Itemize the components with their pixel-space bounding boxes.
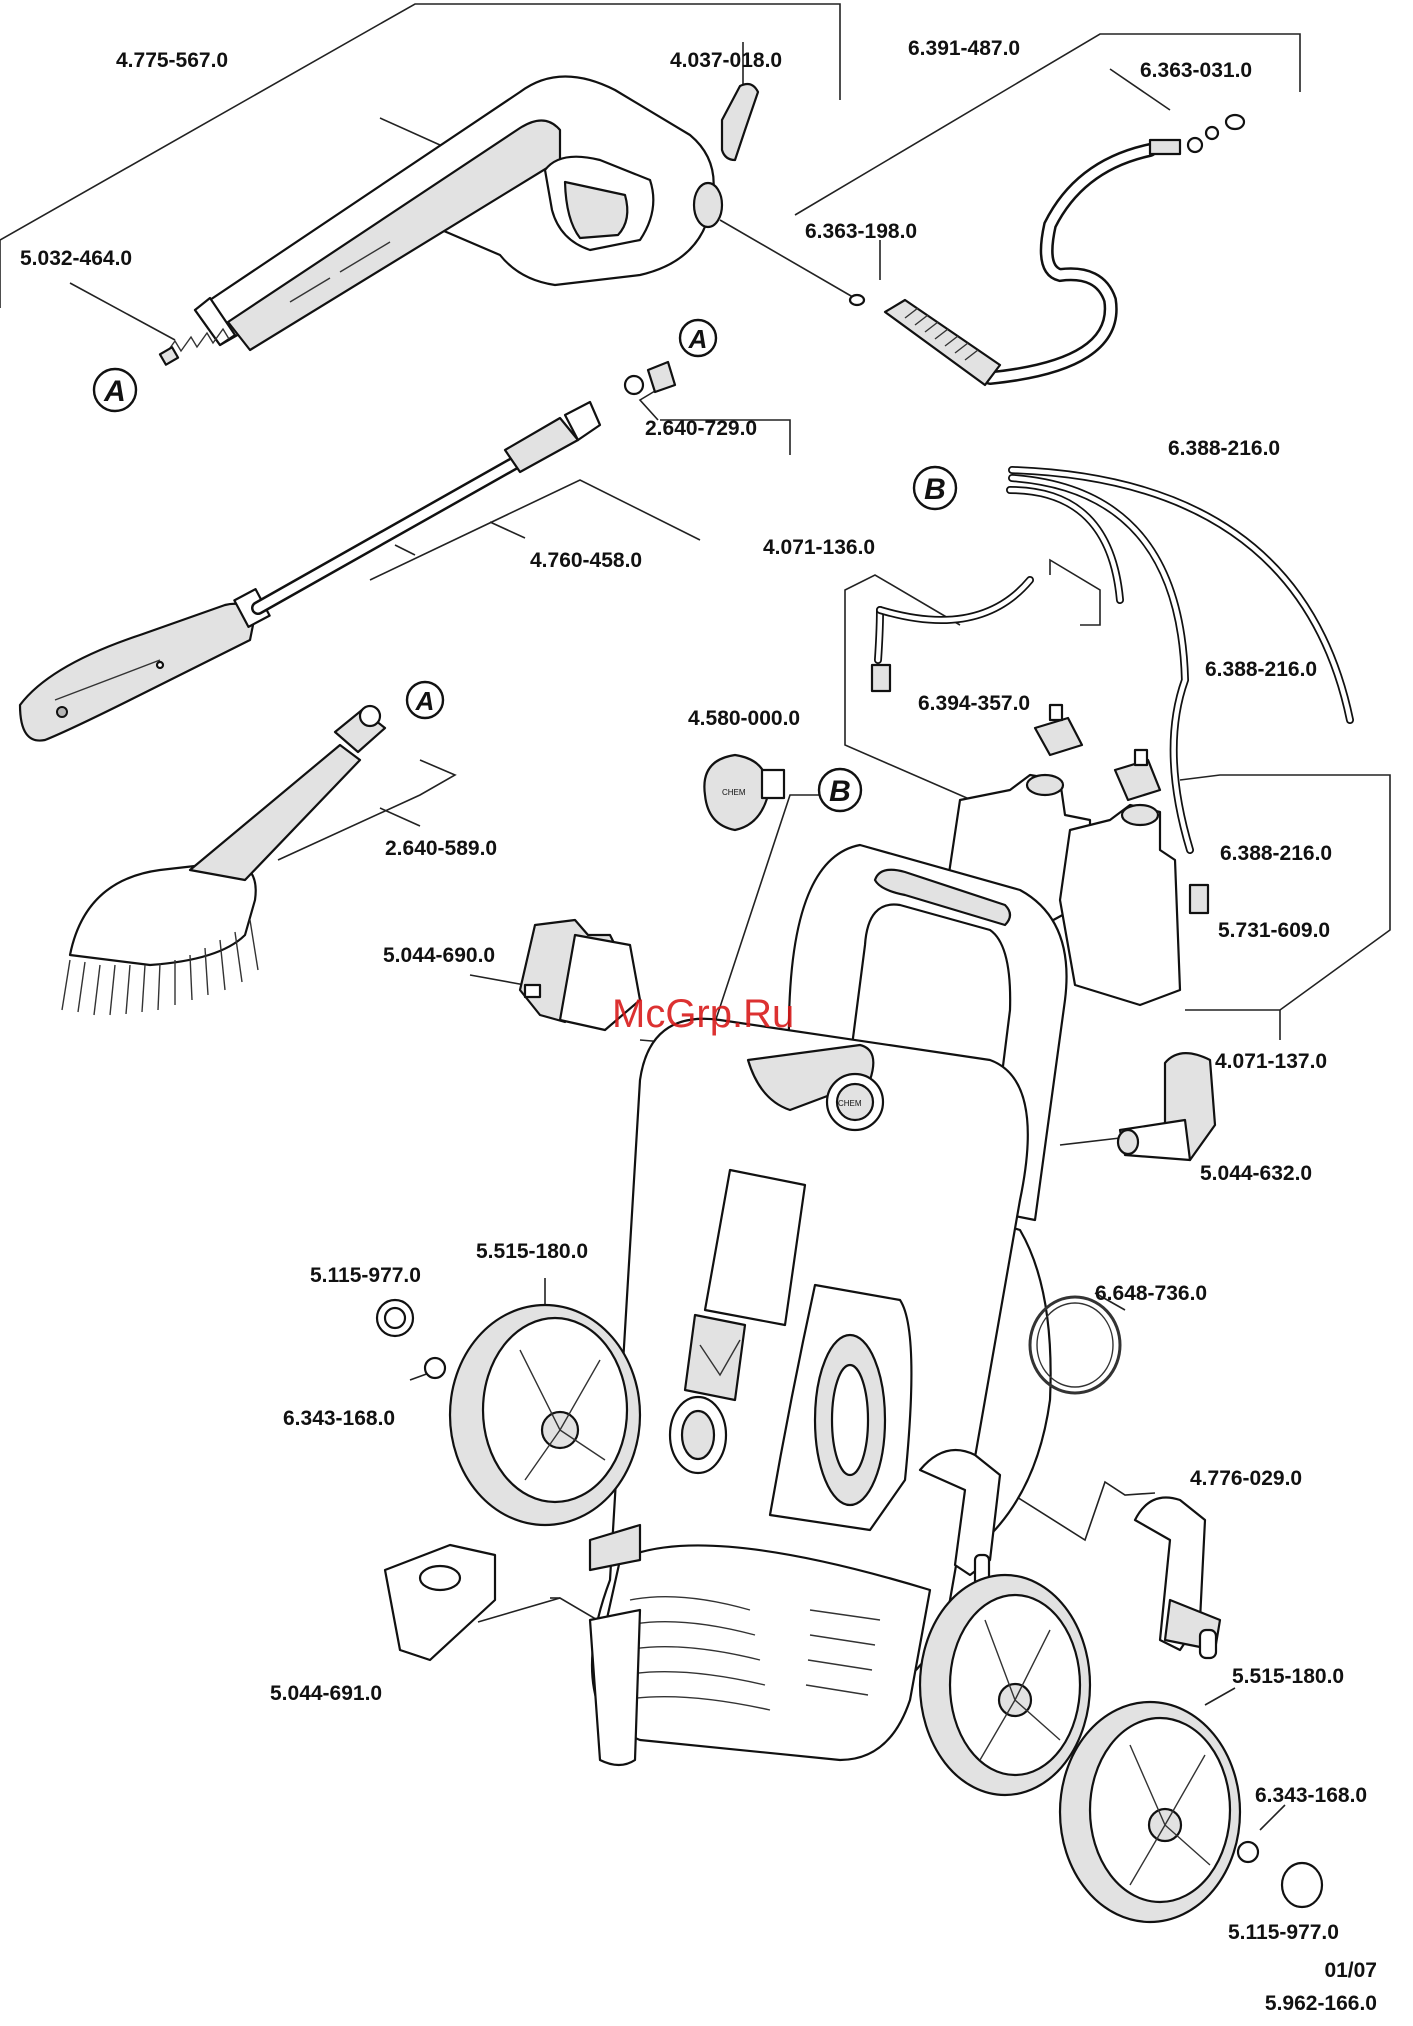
label-filter: 5.731-609.0: [1218, 919, 1330, 942]
label-clip-right: 6.343-168.0: [1255, 1784, 1367, 1807]
callout-a-2: A: [678, 318, 718, 358]
label-dosing-knob: 4.580-000.0: [688, 707, 800, 730]
label-wheel-left: 5.515-180.0: [476, 1240, 588, 1263]
valve-caps: [1033, 703, 1162, 802]
svg-text:A: A: [415, 686, 435, 716]
callout-a-1: A: [92, 367, 138, 413]
label-gun: 4.775-567.0: [116, 49, 228, 72]
wheel-left: [375, 1298, 642, 1527]
gun-clip: [720, 82, 760, 162]
holder-side: [1116, 1052, 1217, 1162]
svg-text:CHEM: CHEM: [722, 788, 746, 797]
spray-lance: [18, 360, 677, 742]
spray-gun: [193, 75, 724, 352]
label-suction-tube-b: 6.388-216.0: [1168, 437, 1280, 460]
label-cap-left: 5.115-977.0: [310, 1264, 421, 1287]
spring: [158, 327, 230, 366]
label-clip-left: 6.343-168.0: [283, 1407, 395, 1430]
label-spring: 5.032-464.0: [20, 247, 132, 270]
label-wash-brush: 2.640-589.0: [385, 837, 497, 860]
label-cap-right: 5.115-977.0: [1228, 1921, 1339, 1944]
label-valve-cap: 6.394-357.0: [918, 692, 1030, 715]
hose-band: [1028, 1295, 1122, 1395]
label-holder-bottom: 5.044-691.0: [270, 1682, 382, 1705]
holder-bottom: [383, 1543, 497, 1662]
label-lance-oring: 2.640-729.0: [645, 417, 757, 440]
part-labels: 4.775-567.0 4.037-018.0 6.391-487.0 6.36…: [20, 37, 1367, 1944]
wheel-right: [1058, 1700, 1324, 1924]
label-tank-set: 4.071-137.0: [1215, 1050, 1327, 1073]
svg-text:B: B: [829, 775, 851, 808]
footer-date: 01/07: [1324, 1959, 1377, 1982]
footer-code: 5.962-166.0: [1265, 1992, 1377, 2015]
hose-oring: [848, 293, 866, 307]
label-wheel-right: 5.515-180.0: [1232, 1665, 1344, 1688]
label-hose-band: 6.648-736.0: [1095, 1282, 1207, 1305]
label-hose-oring: 6.363-198.0: [805, 220, 917, 243]
watermark: McGrp.Ru: [612, 992, 794, 1036]
label-spray-lance: 4.760-458.0: [530, 549, 642, 572]
filter: [1188, 883, 1210, 915]
label-gun-clip: 4.037-018.0: [670, 49, 782, 72]
wash-brush: [61, 704, 387, 1016]
svg-text:A: A: [103, 375, 126, 408]
label-holder-side: 5.044-632.0: [1200, 1162, 1312, 1185]
washer-body: CHEM: [588, 843, 1068, 1767]
wheel-center: [918, 1573, 1092, 1797]
label-holder-top: 5.044-690.0: [383, 944, 495, 967]
holder-top: [518, 918, 642, 1032]
callout-b-1: B: [912, 465, 958, 511]
hp-hose: [883, 113, 1246, 387]
callout-b-2: B: [817, 767, 863, 813]
svg-text:CHEM: CHEM: [838, 1099, 862, 1108]
label-hose-seal-end: 6.363-031.0: [1140, 59, 1252, 82]
label-suction-tube-c: 6.388-216.0: [1205, 658, 1317, 681]
svg-text:A: A: [688, 324, 708, 354]
callout-a-3: A: [405, 680, 445, 720]
label-crank: 4.776-029.0: [1190, 1467, 1302, 1490]
suction-tubes: [874, 466, 1354, 854]
label-suction-tube-d: 6.388-216.0: [1220, 842, 1332, 865]
dosing-knob: CHEM: [703, 753, 786, 832]
crank-handle: [918, 1448, 1222, 1660]
filter-small: [870, 663, 892, 693]
svg-text:B: B: [924, 473, 946, 506]
label-detergent-tank-small: 4.071-136.0: [763, 536, 875, 559]
label-hp-hose: 6.391-487.0: [908, 37, 1020, 60]
